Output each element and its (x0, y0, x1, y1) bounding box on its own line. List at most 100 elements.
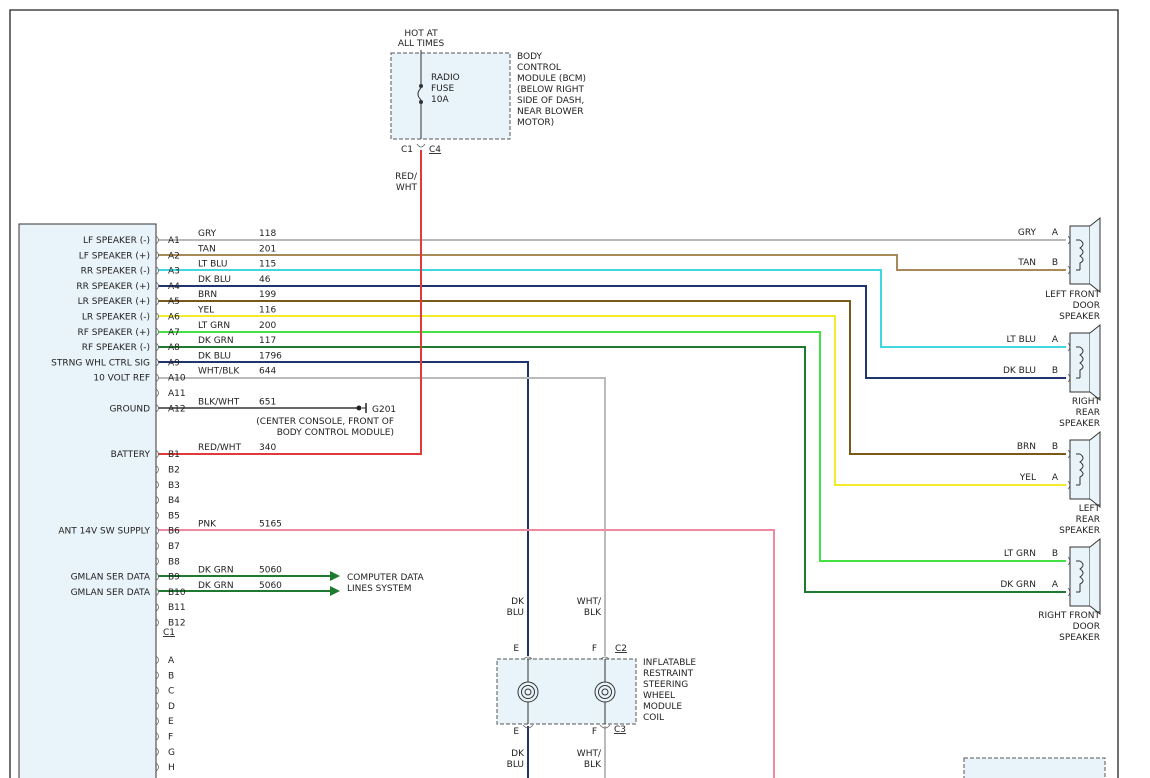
wire-color-label: PNK (198, 520, 217, 530)
speaker-name-line: SPEAKER (1059, 633, 1100, 643)
speaker-body (1069, 225, 1091, 285)
bcm-label-line-1: BODY (517, 52, 543, 62)
radio-pin-a9: A9 (168, 358, 180, 368)
coil-wire-right-top-1: WHT/ (577, 597, 602, 607)
radio-lower-pin-f: F (168, 733, 173, 743)
radio-pin-a7: A7 (168, 328, 180, 338)
hot-at-all-times-line-2: ALL TIMES (398, 39, 445, 49)
radio-signal-label: RF SPEAKER (+) (77, 328, 150, 338)
radio-lower-pin-a: A (168, 656, 175, 666)
radio-signal-label: RR SPEAKER (-) (81, 267, 150, 277)
radio-signal-label: ANT 14V SW SUPPLY (58, 527, 150, 537)
wire-color-label: DK BLU (198, 351, 231, 361)
pin-mark (155, 511, 159, 520)
ground-note-line-1: (CENTER CONSOLE, FRONT OF (256, 417, 394, 427)
pin-mark (155, 342, 159, 352)
speaker-name-line: SPEAKER (1059, 312, 1100, 322)
wire-circuit-number: 117 (259, 336, 276, 346)
radio-signal-label: LR SPEAKER (-) (82, 313, 150, 323)
pin-mark (155, 602, 159, 612)
speaker-name-line: DOOR (1073, 622, 1100, 632)
ground-g201: G201 (CENTER CONSOLE, FRONT OF BODY CONT… (256, 403, 396, 438)
wire-color-label: DK BLU (198, 275, 231, 285)
bcm-connector-mark (416, 143, 426, 148)
pin-mark (155, 281, 159, 291)
wire-lt-grn-200 (158, 331, 1066, 562)
radio-pin-a8: A8 (168, 343, 180, 353)
fuse-label-line-2: FUSE (431, 84, 454, 94)
radio-pin-a2: A2 (168, 251, 180, 261)
speaker-cone-icon (1089, 430, 1101, 509)
wire-color-label: RED/WHT (198, 443, 242, 453)
wire-dk-blu-46 (158, 285, 1066, 379)
coil-wire-left-top-1: DK (511, 597, 525, 607)
coil-name-line-2: RESTRAINT (643, 669, 694, 679)
pin-mark (155, 296, 159, 306)
wire-circuit-number: 46 (259, 275, 271, 285)
wire-color-label: GRY (198, 229, 217, 239)
bcm-connector-pin: C1 (401, 145, 413, 155)
wire-circuit-number: 5165 (259, 520, 282, 530)
hot-at-all-times-line-1: HOT AT (404, 29, 438, 39)
wire-color-label: DK GRN (198, 336, 234, 346)
wire-color-label: YEL (197, 306, 214, 316)
speaker-coil-icon (1076, 346, 1084, 379)
bcm-label-line-3: MODULE (BCM) (517, 74, 586, 84)
radio-pin-a6: A6 (168, 313, 180, 323)
wire-layer (158, 150, 1066, 778)
speaker-coil-icon (1076, 453, 1084, 486)
speaker-terminal-pin: A (1052, 580, 1059, 590)
wire-color-label: WHT/BLK (198, 367, 240, 377)
radio-lower-pin-e: E (168, 717, 174, 727)
speaker-terminal-pin: B (1052, 549, 1058, 559)
ground-id: G201 (372, 405, 396, 415)
bcm-connector-id: C4 (429, 145, 441, 155)
speaker-name-line: LEFT FRONT (1045, 290, 1100, 300)
radio-lower-pin-h: H (168, 763, 175, 773)
radio-signal-label: RF SPEAKER (-) (82, 343, 150, 353)
radio-pin-a1: A1 (168, 236, 180, 246)
coil-spiral-icon (517, 681, 539, 703)
coil-name-line-1: INFLATABLE (643, 658, 696, 668)
pin-mark (155, 716, 159, 726)
pin-mark (155, 358, 159, 367)
wire-circuit-number: 116 (259, 306, 276, 316)
wire-color-label: BLK/WHT (198, 397, 240, 407)
radio-pin-a3: A3 (168, 267, 180, 277)
radio-signal-label: LF SPEAKER (-) (83, 236, 150, 246)
wire-wht-blk-644 (158, 377, 606, 656)
coil-wire-left-bottom-2: BLU (507, 760, 524, 770)
speaker-name-line: DOOR (1073, 301, 1100, 311)
coil-name-line-4: WHEEL (643, 691, 675, 701)
bcm-box (390, 52, 511, 140)
pin-mark (155, 686, 159, 695)
speaker-terminal-pin: B (1052, 258, 1058, 268)
pin-mark (155, 250, 159, 260)
speaker-terminal-color: LT BLU (1007, 335, 1036, 345)
speaker-name-line: LEFT (1079, 504, 1101, 514)
radio-pin-b12: B12 (168, 619, 186, 629)
pin-mark (155, 449, 159, 459)
radio-pin-labels: A1A2A3A4A5A6A7A8A9A10A11A12B1B2B3B4B5B6B… (155, 235, 186, 629)
wire-circuit-number: 340 (259, 443, 276, 453)
radio-pin-a11: A11 (168, 389, 186, 399)
speaker-terminal-color: DK BLU (1003, 366, 1036, 376)
pin-mark (155, 373, 159, 383)
radio-pin-a12: A12 (168, 404, 186, 414)
radio-pin-b9: B9 (168, 573, 180, 583)
pin-mark (155, 655, 159, 665)
coil-pin-mark-f-bottom (599, 724, 611, 729)
speaker-terminal-pin: B (1052, 366, 1058, 376)
radio-pin-b11: B11 (168, 603, 186, 613)
pin-mark (155, 618, 159, 627)
speaker-terminal-pin: A (1052, 228, 1059, 238)
bcm-label-line-7: MOTOR) (517, 118, 554, 128)
radio-signal-label: STRNG WHL CTRL SIG (51, 358, 150, 368)
coil-connector-c3: C3 (614, 725, 626, 735)
bcm-label-line-2: CONTROL (517, 63, 561, 73)
bcm-wire-color-line-2: WHT (396, 183, 418, 193)
radio-signal-label: 10 VOLT REF (93, 374, 150, 384)
